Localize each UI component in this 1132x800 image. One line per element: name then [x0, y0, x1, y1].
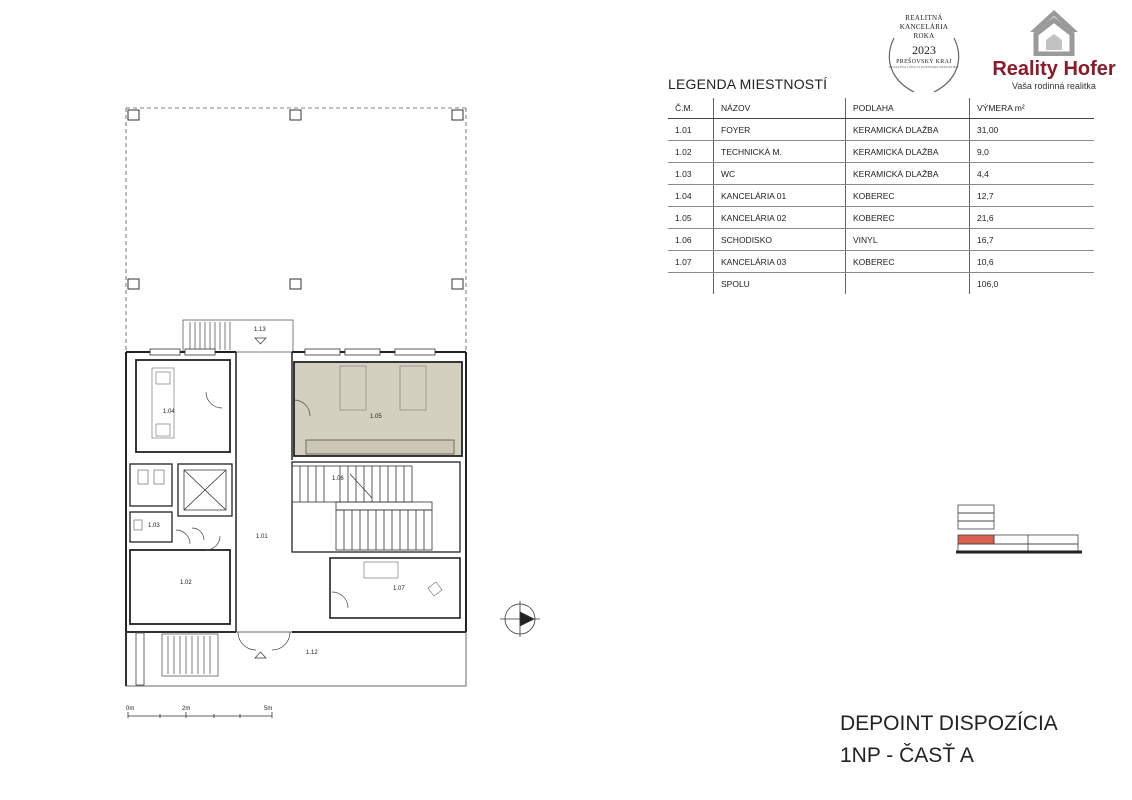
- legend-cell-area: 16,7: [969, 228, 1094, 251]
- legend-cell-area: 12,7: [969, 184, 1094, 207]
- room-label-1.07: 1.07: [393, 586, 405, 592]
- windows: [149, 348, 436, 356]
- legend-cell-floor: KOBEREC: [845, 206, 970, 229]
- room-label-1.02: 1.02: [180, 580, 192, 586]
- legend-cell-floor: VINYL: [845, 228, 970, 251]
- legend-cell-area: 10,6: [969, 250, 1094, 273]
- legend-cell-name: KANCELÁRIA 02: [713, 206, 846, 229]
- key-plan: [956, 504, 1082, 554]
- room-1.01: 1.01: [235, 352, 293, 632]
- room-label-1.01: 1.01: [256, 534, 268, 540]
- plan-title: DEPOINT DISPOZÍCIA 1NP - ČASŤ A: [840, 708, 1058, 772]
- legend-cell-name: KANCELÁRIA 01: [713, 184, 846, 207]
- legend-cell-area: 31,00: [969, 118, 1094, 141]
- scale-label-0: 0m: [126, 706, 134, 712]
- legend-cell-floor: KOBEREC: [845, 184, 970, 207]
- legend-cell-name: KANCELÁRIA 03: [713, 250, 846, 273]
- brand-tagline: Vaša rodinná realitka: [1012, 81, 1096, 91]
- legend-cell-num: 1.05: [668, 206, 714, 229]
- legend-cell-num: 1.02: [668, 140, 714, 163]
- legend-cell-name: SPOLU: [713, 272, 846, 294]
- wc-and-elevator: 1.03: [129, 463, 233, 545]
- room-label-1.04: 1.04: [163, 409, 175, 415]
- seal-line-3: ROKA: [913, 32, 935, 40]
- legend-header-row: Č.M. NÁZOV PODLAHA VÝMERA m²: [668, 98, 1094, 119]
- legend-header-num: Č.M.: [668, 98, 714, 119]
- brand-name: Reality Hofer: [992, 58, 1116, 80]
- room-label-1.06: 1.06: [332, 476, 344, 482]
- scale-bar: [127, 712, 273, 718]
- scale-label-2: 2m: [182, 706, 190, 712]
- room-1.04: 1.04: [135, 359, 231, 453]
- legend-cell-name: FOYER: [713, 118, 846, 141]
- legend-cell-area: 9,0: [969, 140, 1094, 163]
- legend-cell-area: 4,4: [969, 162, 1094, 185]
- legend-header-name: NÁZOV: [713, 98, 846, 119]
- legend-cell-area: 21,6: [969, 206, 1094, 229]
- legend-cell-name: TECHNICKÁ M.: [713, 140, 846, 163]
- house-logo-icon: [1030, 10, 1078, 56]
- room-1.05: 1.05: [293, 361, 463, 457]
- entrance-stair-north: [182, 319, 294, 353]
- terrace-south: [125, 631, 467, 687]
- room-1.07: 1.07: [329, 557, 461, 619]
- legend-cell-floor: KERAMICKÁ DLAŽBA: [845, 162, 970, 185]
- legend-cell-floor: KERAMICKÁ DLAŽBA: [845, 140, 970, 163]
- legend-cell-floor: KERAMICKÁ DLAŽBA: [845, 118, 970, 141]
- seal-region: PREŠOVSKÝ KRAJ: [896, 59, 952, 65]
- seal-line-1: REALITNÁ: [905, 14, 943, 22]
- seal-year: 2023: [912, 43, 936, 57]
- legend-cell-num: 1.06: [668, 228, 714, 251]
- north-arrow-icon: [500, 601, 540, 637]
- legend-header-area: VÝMERA m²: [969, 98, 1094, 119]
- legend-title: LEGENDA MIESTNOSTÍ: [668, 76, 828, 92]
- laurel-icon: [888, 37, 960, 93]
- legend-cell-floor: KOBEREC: [845, 250, 970, 273]
- legend-cell-name: WC: [713, 162, 846, 185]
- room-label-1.03: 1.03: [148, 523, 160, 529]
- legend-cell-num: 1.04: [668, 184, 714, 207]
- legend-row: SPOLU 106,0: [668, 272, 1094, 294]
- legend-cell-floor: [845, 272, 970, 294]
- room-1.02: 1.02: [129, 535, 231, 625]
- award-seal: REALITNÁ KANCELÁRIA ROKA 2023 PREŠOVSKÝ …: [880, 8, 968, 96]
- terrace-columns: [127, 109, 464, 290]
- legend-cell-num: [668, 272, 714, 294]
- room-1.06: 1.06: [291, 461, 461, 553]
- room-legend: LEGENDA MIESTNOSTÍ Č.M. NÁZOV PODLAHA VÝ…: [668, 76, 1094, 294]
- legend-cell-num: 1.03: [668, 162, 714, 185]
- scale-label-5: 5m: [264, 706, 272, 712]
- terrace-outline: [125, 107, 467, 350]
- legend-cell-area: 106,0: [977, 278, 999, 289]
- seal-line-2: KANCELÁRIA: [899, 23, 949, 31]
- legend-cell-name: SCHODISKO: [713, 228, 846, 251]
- legend-cell-num: 1.01: [668, 118, 714, 141]
- room-label-1.05: 1.05: [370, 414, 382, 420]
- room-label-1.12: 1.12: [306, 650, 318, 656]
- seal-small-text: REALITNÁ ÚNIA SLOVENSKEJ REPUBLIKY: [888, 65, 960, 69]
- legend-header-floor: PODLAHA: [845, 98, 970, 119]
- brand-logo: Reality Hofer Vaša rodinná realitka: [980, 6, 1128, 91]
- entrance-south: 1.12 1.13: [161, 327, 318, 677]
- plan-title-line-1: DEPOINT DISPOZÍCIA: [840, 712, 1058, 735]
- legend-cell-num: 1.07: [668, 250, 714, 273]
- plan-title-line-2: 1NP - ČASŤ A: [840, 744, 974, 767]
- room-label-1.13: 1.13: [254, 327, 266, 333]
